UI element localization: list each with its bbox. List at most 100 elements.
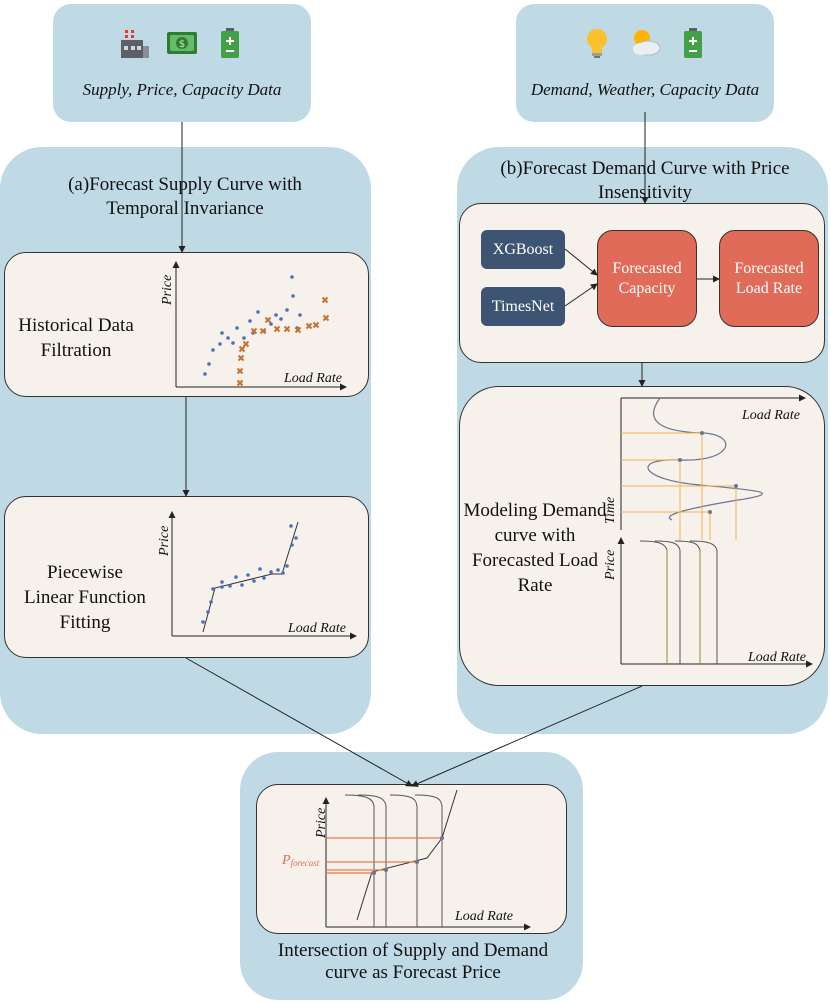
filtration-ylabel: Price — [160, 275, 175, 306]
scatter-point — [211, 348, 215, 352]
filtered-point — [305, 322, 313, 330]
supply-icons: $ — [117, 26, 247, 60]
modeling-bottom-ylabel: Price — [603, 550, 618, 581]
arrow-xgboost-to-capacity — [564, 248, 598, 276]
demand-price-chart — [617, 537, 813, 668]
filtered-point — [259, 327, 267, 335]
fit-point — [246, 573, 250, 577]
scatter-point — [220, 331, 224, 335]
fit-point — [262, 576, 266, 580]
supply-data-box: $ Supply, Price, Capacity Data — [53, 4, 311, 122]
filtered-point — [294, 326, 302, 334]
scatter-point — [279, 317, 283, 321]
scatter-point — [285, 308, 289, 312]
fit-point — [220, 580, 224, 584]
demand-time-chart — [620, 394, 806, 540]
filtered-point — [238, 345, 246, 353]
filtered-point — [283, 325, 291, 333]
battery-icon — [221, 28, 239, 58]
panel-b-modeling — [459, 386, 825, 686]
result-ylabel: Price — [314, 808, 329, 839]
filtered-point — [242, 340, 250, 348]
piecewise-fit-chart — [168, 511, 357, 640]
lightbulb-icon — [587, 29, 607, 58]
fit-point — [285, 564, 289, 568]
piecewise-fitting-label: Piecewise Linear Function Fitting — [24, 562, 146, 633]
demand-data-box: Demand, Weather, Capacity Data — [516, 4, 774, 122]
fitting-xlabel: Load Rate — [287, 621, 346, 636]
fit-point — [281, 571, 285, 575]
fit-point — [201, 620, 205, 624]
p-subscript: forecast — [291, 858, 320, 868]
scatter-point — [274, 313, 278, 317]
filtration-xlabel: Load Rate — [283, 371, 342, 386]
fit-point — [269, 570, 273, 574]
scatter-point — [242, 336, 246, 340]
fit-point — [234, 575, 238, 579]
forecasted-capacity-box: Forecasted Capacity — [597, 230, 697, 327]
filtered-point — [236, 379, 244, 387]
xgboost-model: XGBoost — [481, 230, 565, 269]
filtered-point — [264, 316, 272, 324]
result-label: Intersection of Supply and Demand curve … — [277, 940, 549, 983]
p-forecast-label: Pforecast — [281, 853, 320, 868]
arrow-fitting-to-result — [185, 657, 413, 787]
filtered-point — [237, 354, 245, 362]
filtration-scatter-chart — [172, 261, 347, 391]
demand-icons — [580, 26, 710, 60]
factory-icon — [121, 30, 149, 58]
fit-point — [240, 583, 244, 587]
arrow-modeling-to-result — [411, 685, 643, 787]
result-chart-box — [256, 784, 567, 934]
modeling-top-xlabel: Load Rate — [741, 408, 800, 423]
modeling-demand-label: Modeling Demand curve with Forecasted Lo… — [463, 500, 607, 596]
fit-point — [220, 585, 224, 589]
demand-data-label: Demand, Weather, Capacity Data — [530, 80, 760, 99]
battery-icon — [684, 28, 702, 58]
fit-point — [206, 610, 210, 614]
fit-point — [252, 579, 256, 583]
scatter-point — [226, 336, 230, 340]
scatter-point — [248, 319, 252, 323]
result-xlabel: Load Rate — [454, 909, 513, 924]
intersection-chart — [322, 789, 531, 931]
money-icon: $ — [167, 32, 197, 54]
fit-point — [228, 584, 232, 588]
filtered-point — [312, 321, 320, 329]
fit-point — [289, 524, 293, 528]
modeling-top-ylabel: Time — [603, 497, 618, 524]
scatter-point — [298, 313, 302, 317]
fit-point — [258, 567, 262, 571]
filtered-point — [321, 296, 329, 304]
fit-point — [211, 587, 215, 591]
scatter-point — [203, 372, 207, 376]
filtered-point — [250, 327, 258, 335]
modeling-bottom-xlabel: Load Rate — [747, 650, 806, 665]
fit-point — [276, 568, 280, 572]
scatter-point — [256, 310, 260, 314]
historical-filtration-label: Historical Data Filtration — [18, 315, 134, 361]
scatter-point — [218, 342, 222, 346]
fitting-ylabel: Price — [157, 526, 172, 557]
scatter-point — [291, 294, 295, 298]
scatter-point — [290, 275, 294, 279]
forecasted-load-rate-box: Forecasted Load Rate — [719, 230, 819, 327]
scatter-point — [231, 341, 235, 345]
filtered-point — [322, 314, 330, 322]
arrow-timesnet-to-capacity — [564, 283, 598, 307]
sun-cloud-icon — [633, 30, 661, 56]
p-symbol: P — [281, 853, 291, 868]
filtered-point — [236, 367, 244, 375]
fit-point — [294, 536, 298, 540]
fit-point — [209, 600, 213, 604]
panel-a-step2 — [4, 496, 369, 658]
panel-a-title: (a)Forecast Supply Curve with Temporal I… — [68, 174, 302, 219]
svg-text:$: $ — [179, 39, 185, 50]
fit-point — [290, 543, 294, 547]
scatter-point — [207, 362, 211, 366]
scatter-point — [235, 326, 239, 330]
scatter-point — [269, 322, 273, 326]
timesnet-model: TimesNet — [481, 287, 565, 326]
filtered-point — [273, 325, 281, 333]
